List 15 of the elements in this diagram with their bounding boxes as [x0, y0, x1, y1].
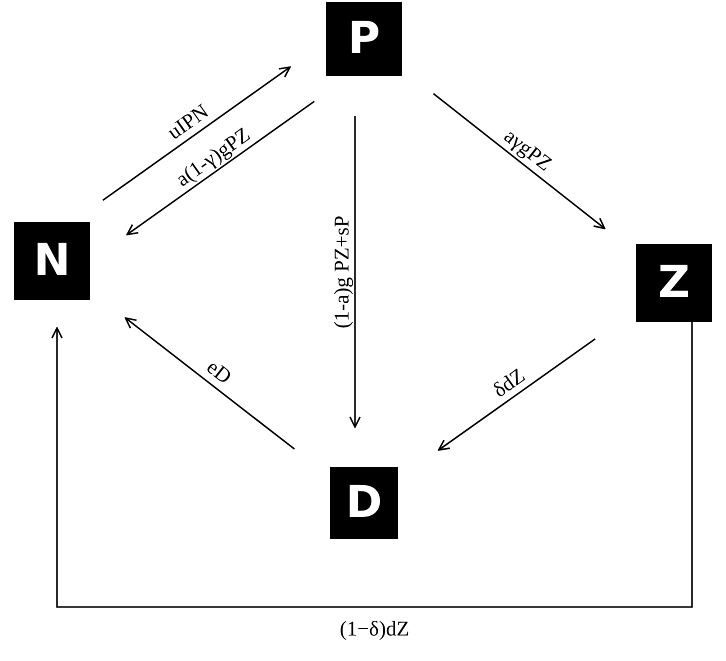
- edge-label: δdZ: [489, 364, 529, 402]
- state-box: N: [14, 222, 90, 300]
- arrow: [124, 317, 295, 450]
- edge-label: (1−δ)dZ: [340, 618, 410, 640]
- arrow: [102, 66, 291, 201]
- arrow: [432, 93, 606, 230]
- arrow: [126, 100, 315, 236]
- state-box: Z: [636, 244, 712, 322]
- arrow: [51, 322, 693, 608]
- arrow: [349, 116, 361, 428]
- arrow: [438, 338, 596, 451]
- edge-label: (1-a)g PZ+sP: [332, 215, 352, 328]
- edge-label: eD: [202, 356, 235, 388]
- state-box: D: [330, 467, 398, 539]
- state-box: P: [326, 2, 402, 76]
